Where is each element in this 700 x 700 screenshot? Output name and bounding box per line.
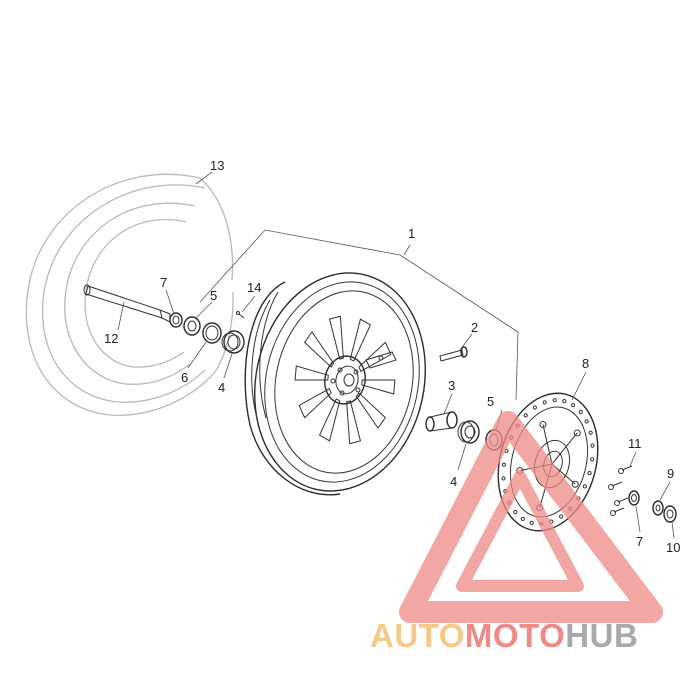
callout-7-left: 7 [160,275,167,290]
watermark-part-auto: AUTO [370,617,465,654]
spacer-left [169,312,183,328]
leader-9 [659,481,671,501]
watermark-wordmark: AUTOMOTOHUB [370,617,700,657]
callout-10: 10 [666,540,680,555]
disc-drill-hole [532,405,537,410]
disc-bolt-hole [539,421,547,429]
callout-4-right: 4 [450,474,457,489]
disc-drill-hole [559,514,564,519]
disc-drill-hole [584,419,589,424]
pin [236,311,245,319]
leader-1 [199,229,519,401]
spoke [328,315,344,360]
disc-drill-hole [582,484,587,489]
disc-drill-hole [542,400,547,405]
spacer-tube [425,411,458,432]
spoke [318,398,341,442]
leader-2 [459,333,473,351]
leader-7-left [165,289,175,315]
callout-1: 1 [408,226,415,241]
leader-13 [195,171,213,185]
leader-7-right [635,505,641,533]
watermark-part-hub: HUB [565,617,639,654]
axle [83,284,171,323]
watermark-triangle-inner [456,470,584,592]
callout-9: 9 [667,466,674,481]
wheel-rim [244,272,426,496]
nut [663,505,677,523]
leader-12 [117,301,125,331]
disc-drill-hole [562,399,567,404]
spacer-right [628,490,640,506]
callout-3: 3 [448,378,455,393]
leader-14 [241,295,256,313]
callout-5-left: 5 [210,288,217,303]
spoke [294,365,329,381]
disc-bolt-hole [573,429,581,437]
spoke [298,388,332,419]
disc-drill-hole [523,413,528,418]
spoke [303,331,335,368]
watermark-part-moto: MOTO [464,617,566,654]
callout-11: 11 [628,436,642,451]
disc-bolts [608,465,633,516]
disc-drill-hole [529,520,534,525]
leader-6 [187,341,207,369]
disc-drill-hole [587,471,592,476]
ring-left [202,322,222,344]
spoke [355,392,387,429]
leader-8 [571,371,587,401]
bearing-right [457,420,480,444]
callout-8: 8 [582,356,589,371]
bearing-left [221,330,245,354]
disc-drill-hole [590,457,595,462]
disc-drill-hole [501,476,506,481]
leader-3 [443,393,453,415]
leader-4-right [457,443,467,471]
leader-4-left [223,353,233,379]
disc-drill-hole [578,409,583,415]
disc-drill-hole [501,462,506,467]
disc-drill-hole [588,430,593,435]
leader-11 [629,451,637,467]
disc-carrier-arm [542,424,553,465]
disc-drill-hole [520,516,525,521]
disc-drill-hole [571,403,576,408]
callout-13: 13 [210,158,224,173]
disc-drill-hole [590,443,595,448]
callout-4-left: 4 [218,380,225,395]
disc-carrier-arm [551,432,578,465]
wheel-hub [324,351,397,405]
leader-5-left [195,301,213,319]
disc-drill-hole [513,509,518,515]
callout-5-right: 5 [487,394,494,409]
spoke [358,341,392,372]
leader-10 [671,521,675,539]
callout-6: 6 [181,370,188,385]
spoke [349,318,372,362]
callout-2: 2 [471,320,478,335]
seal-left [183,316,201,336]
watermark-logo [399,411,663,623]
disc-bolt-hole [571,480,579,488]
watermark-triangle-outer [399,411,663,623]
washer [652,500,664,516]
callout-14: 14 [247,280,261,295]
tyre-outline [25,173,234,416]
wheel-spokes [294,315,396,445]
callout-12: 12 [104,331,118,346]
spoke [361,379,396,395]
callout-7-right: 7 [636,534,643,549]
spoke [346,400,362,445]
disc-drill-hole [552,398,557,403]
bolt [439,346,468,362]
